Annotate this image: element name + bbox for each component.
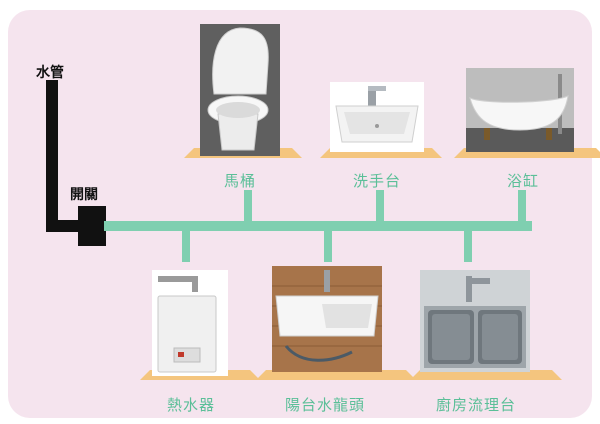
water-pipe-horizontal: [46, 220, 86, 232]
bathtub-image: [466, 68, 574, 152]
pedestal-wash-basin: [320, 148, 442, 158]
branch-balcony-faucet: [324, 228, 332, 262]
pedestal-kitchen-sink: [410, 370, 562, 380]
water-heater-label: 熱水器: [166, 396, 215, 414]
water-pipe-label: 水管: [36, 65, 64, 81]
valve-label: 開關: [70, 187, 98, 203]
branch-water-heater: [182, 228, 190, 262]
balcony-faucet-label: 陽台水龍頭: [284, 396, 365, 414]
water-pipe-vertical: [46, 80, 58, 232]
water-heater-image: [152, 270, 228, 376]
valve-block: [78, 206, 106, 246]
wash-basin-label: 洗手台: [352, 172, 401, 190]
toilet-label: 馬桶: [223, 172, 256, 190]
pedestal-balcony-faucet: [256, 370, 416, 380]
branch-bathtub: [518, 190, 526, 224]
branch-wash-basin: [376, 190, 384, 224]
branch-kitchen-sink: [464, 228, 472, 262]
wash-basin-image: [330, 82, 424, 152]
branch-toilet: [244, 190, 252, 224]
supply-main-line: [104, 221, 532, 231]
kitchen-sink-image: [420, 270, 530, 372]
pedestal-bathtub: [454, 148, 600, 158]
balcony-faucet-image: [272, 266, 382, 372]
kitchen-sink-label: 廚房流理台: [435, 396, 516, 414]
bathtub-label: 浴缸: [506, 172, 539, 190]
toilet-image: [200, 24, 280, 156]
